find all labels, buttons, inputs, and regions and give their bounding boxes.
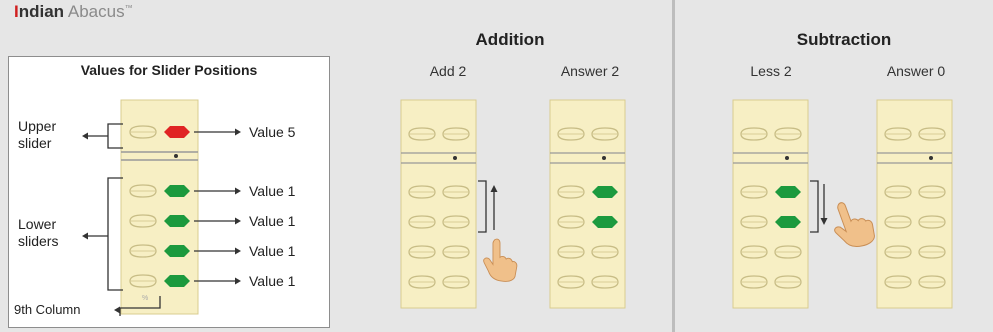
add-step-dot xyxy=(453,156,457,160)
subtraction-title: Subtraction xyxy=(796,30,892,49)
hand-pointer-icon xyxy=(483,238,518,282)
lower-bracket-arrow-head xyxy=(82,232,88,240)
legend-beam-dot xyxy=(174,154,178,158)
sub-step-dot xyxy=(785,156,789,160)
hand-pointer-icon xyxy=(825,194,879,254)
subtraction-step-abacus xyxy=(732,99,809,309)
value-label-lower-1: Value 1 xyxy=(249,183,296,199)
add-answer-dot xyxy=(602,156,606,160)
upper-bracket-arrow-head xyxy=(82,132,88,140)
value-label-lower-4: Value 1 xyxy=(249,273,296,289)
brand-name-bold: ndian xyxy=(18,2,65,21)
sub-answer-frame xyxy=(876,99,953,309)
value-arrow-head-1 xyxy=(235,128,241,136)
brand-letter: I xyxy=(14,2,19,21)
sub-bracket xyxy=(810,180,825,233)
add-bracket xyxy=(478,180,495,233)
brand-logo: Indian Abacus™ xyxy=(14,2,133,22)
sub-answer-dot xyxy=(929,156,933,160)
legend-title: Values for Slider Positions xyxy=(80,62,258,78)
up-arrow-icon xyxy=(490,185,498,192)
value-label-lower-2: Value 1 xyxy=(249,213,296,229)
column-label: 9th Column xyxy=(14,302,81,317)
value-arrow-head-3 xyxy=(235,217,241,225)
upper-slider-label: Upper slider xyxy=(18,118,57,151)
panel-divider xyxy=(672,0,675,332)
add-answer-frame xyxy=(549,99,626,309)
legend-value-arrows xyxy=(194,128,241,285)
lower-sliders-label: Lower sliders xyxy=(18,216,59,249)
legend-abacus: % xyxy=(120,99,199,315)
value-arrow-head-4 xyxy=(235,247,241,255)
addition-title: Addition xyxy=(475,30,545,49)
down-arrow-icon xyxy=(820,218,828,225)
addition-answer-abacus xyxy=(549,99,626,309)
add-step-frame xyxy=(400,99,477,309)
sub-bracket-line xyxy=(810,180,819,233)
value-label-upper: Value 5 xyxy=(249,124,296,140)
brand-name: Abacus xyxy=(64,2,125,21)
column-pointer-arrow-head xyxy=(114,306,120,314)
sub-answer-label: Answer 0 xyxy=(886,63,946,79)
add-bracket-line xyxy=(478,180,487,233)
legend-col-mark: % xyxy=(142,295,148,302)
addition-step-abacus xyxy=(400,99,477,309)
value-arrow-head-5 xyxy=(235,277,241,285)
subtraction-answer-abacus xyxy=(876,99,953,309)
lower-bracket xyxy=(107,177,123,291)
add-answer-label: Answer 2 xyxy=(560,63,620,79)
trademark: ™ xyxy=(124,3,133,13)
value-arrow-head-2 xyxy=(235,187,241,195)
add-step-label: Add 2 xyxy=(429,63,467,79)
sub-step-label: Less 2 xyxy=(750,63,792,79)
value-label-lower-3: Value 1 xyxy=(249,243,296,259)
sub-step-frame xyxy=(732,99,809,309)
